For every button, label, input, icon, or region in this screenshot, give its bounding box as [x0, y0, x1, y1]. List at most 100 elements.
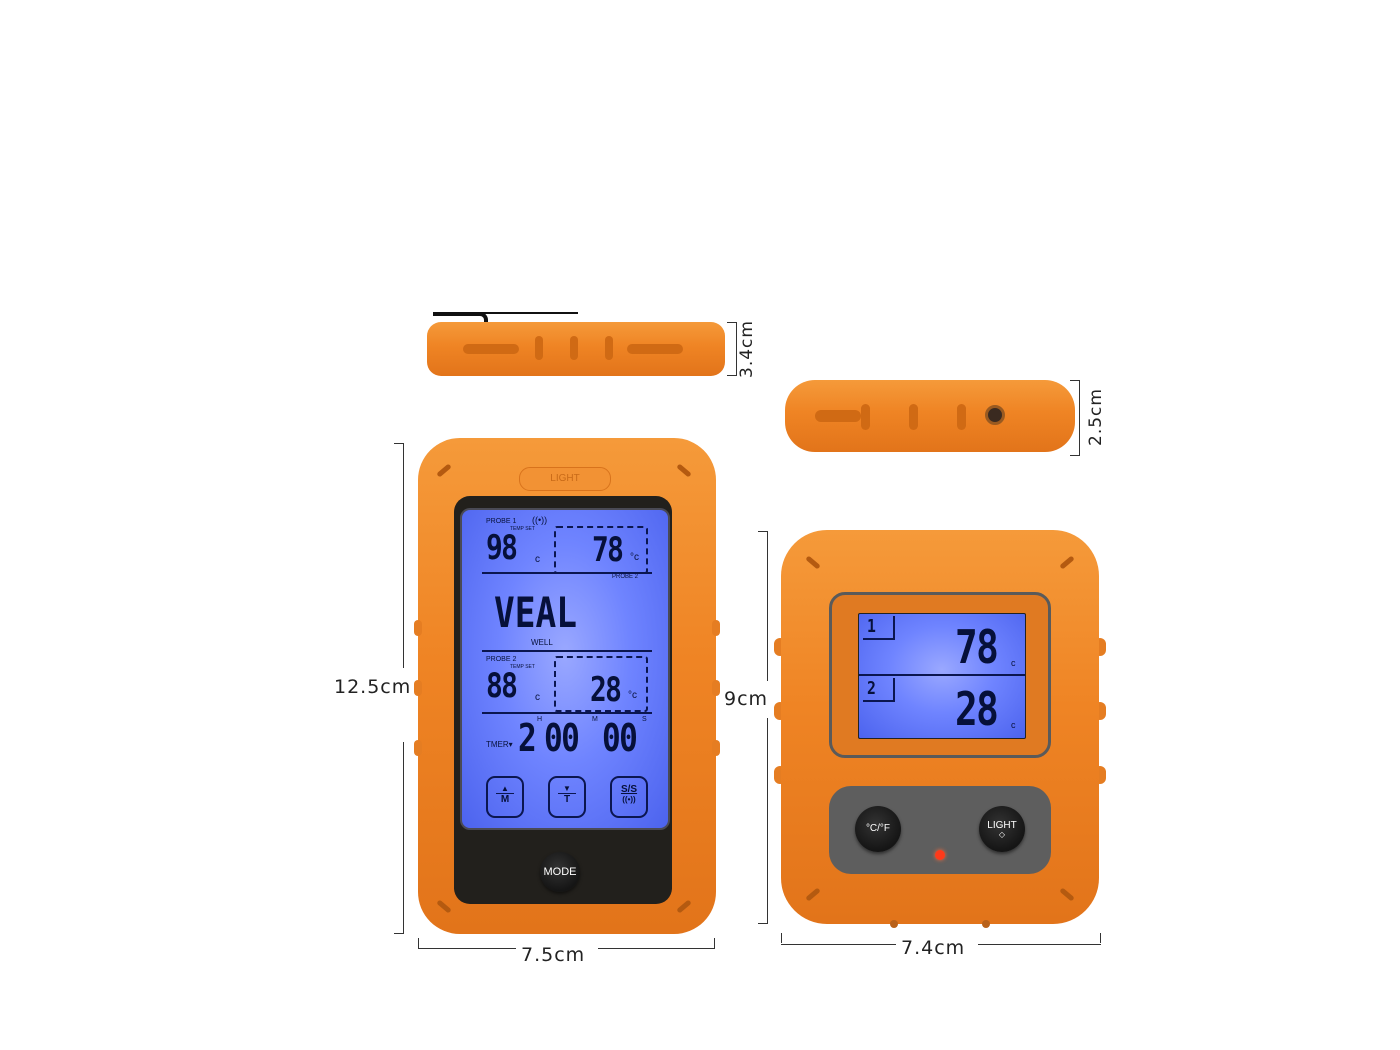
receiver-height-label: 12.5cm	[334, 676, 412, 698]
corner-notch	[676, 899, 692, 914]
corner-notch	[676, 463, 692, 478]
lcd-divider	[859, 674, 1025, 676]
transmitter-width-label: 7.4cm	[901, 937, 966, 959]
probe1-label: PROBE 1	[486, 518, 517, 525]
top-bump	[605, 336, 613, 360]
dim-tick	[714, 938, 715, 948]
timer-s-label: S	[642, 716, 647, 723]
corner-notch	[1059, 887, 1075, 902]
side-nub	[712, 620, 720, 636]
corner-notch	[436, 463, 452, 478]
transmitter-light-button[interactable]: LIGHT ◇	[979, 806, 1025, 852]
receiver-bezel: PROBE 1 ((•)) TEMP SET 98 c 78 °c PROBE …	[454, 496, 672, 904]
temp-set-label: TEMP SET	[510, 526, 535, 532]
dim-tick	[418, 938, 419, 948]
lcd-divider	[482, 712, 652, 714]
side-bump	[861, 404, 870, 430]
corner-notch	[1059, 555, 1075, 570]
start-stop-button[interactable]: S/S ((•))	[610, 776, 648, 818]
timer-m-label: M	[592, 716, 598, 723]
meat-name: VEAL	[494, 588, 577, 637]
dim-tick	[1070, 455, 1080, 456]
dim-line	[978, 944, 1101, 945]
timer-seconds: 00	[602, 716, 638, 760]
alarm-icon: ((•))	[622, 795, 636, 804]
transmitter-light-label: LIGHT	[987, 820, 1017, 831]
probe2-label: PROBE 2	[486, 656, 517, 663]
timer-hours: 2	[518, 716, 537, 760]
unit-toggle-button[interactable]: °C/°F	[855, 806, 901, 852]
mode-up-label: M	[496, 793, 514, 805]
lcd-divider	[482, 650, 652, 652]
receiver-housing: LIGHT PROBE 1 ((•)) TEMP SET 98 c 78 °c …	[418, 438, 716, 934]
side-bump	[909, 404, 918, 430]
dim-tick	[727, 375, 737, 376]
side-bump	[957, 404, 966, 430]
transmitter-probe1-unit: c	[1011, 658, 1016, 668]
transmitter-side-body	[785, 380, 1075, 452]
transmitter-probe2-temp: 28	[955, 682, 999, 736]
dim-tick	[394, 933, 404, 934]
transmitter-lcd: 1 78 c 2 28 c	[858, 613, 1026, 739]
temp-set-label-2: TEMP SET	[510, 664, 535, 670]
start-stop-label: S/S	[620, 784, 638, 795]
probe-jack	[985, 405, 1005, 425]
timer-minutes: 00	[544, 716, 580, 760]
dim-line	[736, 322, 737, 376]
probe1-set-unit: °c	[630, 552, 639, 563]
receiver-width-label: 7.5cm	[521, 944, 586, 966]
dim-line	[781, 944, 896, 945]
side-nub	[712, 740, 720, 756]
light-button-label: LIGHT	[550, 473, 580, 484]
status-led	[935, 850, 945, 860]
side-thickness-label: 2.5cm	[1086, 388, 1106, 446]
mode-up-button[interactable]: ▲ M	[486, 776, 524, 818]
signal-icon: ((•))	[532, 515, 548, 525]
timer-h-label: H	[537, 716, 543, 723]
side-nub	[414, 680, 422, 696]
transmitter-height-label: 9cm	[724, 688, 769, 710]
dim-tick	[758, 531, 768, 532]
probe2-set-box	[554, 656, 648, 712]
triangle-up-icon: ▲	[501, 784, 509, 793]
dim-tick	[394, 443, 404, 444]
doneness-label: WELL	[531, 638, 553, 647]
light-button[interactable]: LIGHT	[519, 467, 611, 491]
probe1-set-temp: 78	[592, 530, 624, 570]
clip-hook	[433, 312, 488, 324]
probe2-index-box	[863, 678, 895, 702]
dim-tick	[781, 933, 782, 943]
probe2-set-temp: 28	[590, 670, 622, 710]
receiver-lcd: PROBE 1 ((•)) TEMP SET 98 c 78 °c PROBE …	[460, 508, 670, 830]
triangle-down-icon: ▼	[563, 784, 571, 793]
corner-notch	[436, 899, 452, 914]
clip-wire	[433, 312, 578, 314]
probe2-unit: c	[535, 692, 540, 703]
corner-notch	[805, 555, 821, 570]
top-bump	[535, 336, 543, 360]
probe1-temp: 98	[486, 528, 518, 568]
dim-line	[403, 443, 404, 668]
timer-label: TMER▾	[486, 740, 513, 749]
foot	[890, 920, 898, 928]
dim-line	[767, 531, 768, 681]
probe2-temp: 88	[486, 666, 518, 706]
unit-toggle-label: °C/°F	[865, 823, 891, 834]
transmitter-probe1-temp: 78	[955, 620, 999, 674]
top-groove-left	[463, 344, 519, 354]
dim-tick	[1070, 380, 1080, 381]
foot	[982, 920, 990, 928]
button-panel: °C/°F LIGHT ◇	[829, 786, 1051, 874]
transmitter-probe2-unit: c	[1011, 720, 1016, 730]
side-nub	[414, 740, 422, 756]
dim-line	[403, 742, 404, 934]
temp-down-button[interactable]: ▼ T	[548, 776, 586, 818]
probe2-set-unit: °c	[628, 690, 637, 701]
corner-notch	[805, 887, 821, 902]
dim-line	[418, 948, 516, 949]
top-bump	[570, 336, 578, 360]
light-icon: ◇	[998, 830, 1006, 839]
mode-button[interactable]: MODE	[540, 852, 580, 892]
transmitter-bezel: 1 78 c 2 28 c	[829, 592, 1051, 758]
receiver-top-body	[427, 322, 725, 376]
